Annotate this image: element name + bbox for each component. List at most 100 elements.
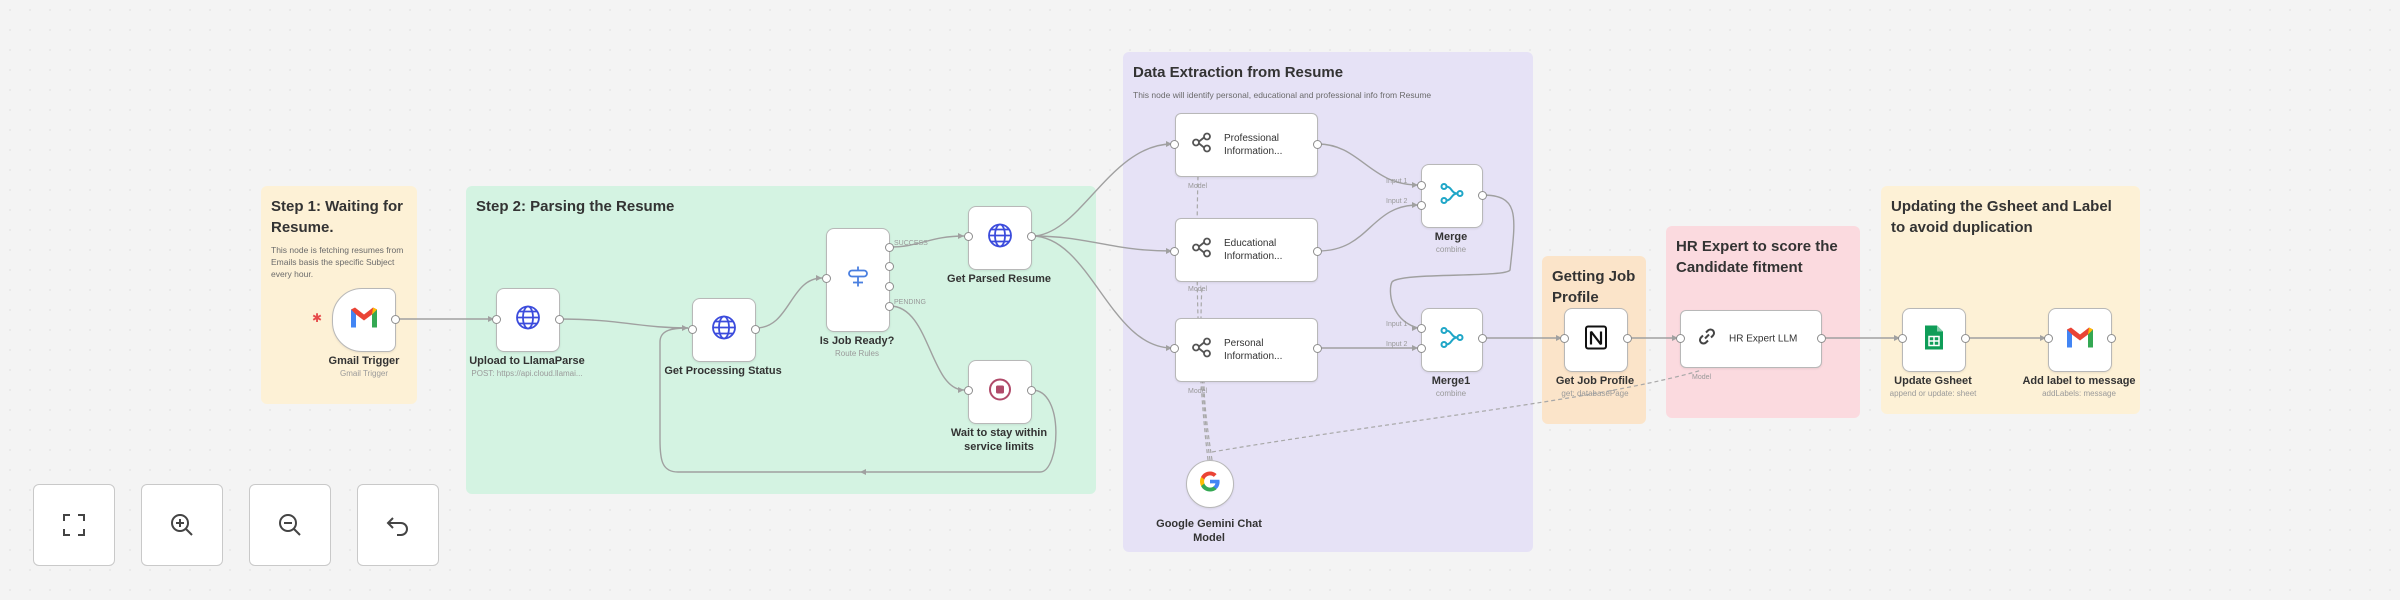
node-professional-line2: Information... — [1224, 146, 1283, 157]
node-google-gemini[interactable] — [1186, 460, 1234, 508]
wait-out-port[interactable] — [1027, 386, 1036, 395]
globe-icon — [710, 314, 738, 347]
professional-model-port-label: Model — [1188, 183, 1208, 190]
professional-out-port[interactable] — [1313, 140, 1322, 149]
globe-icon — [514, 304, 542, 337]
jobprofile-out-port[interactable] — [1623, 334, 1632, 343]
sticky-gsheet[interactable]: Updating the Gsheet and Label to avoid d… — [1881, 186, 2140, 414]
node-merge[interactable] — [1421, 164, 1483, 228]
node-merge1[interactable] — [1421, 308, 1483, 372]
hr-in-port[interactable] — [1676, 334, 1685, 343]
node-hr-expert-llm[interactable]: HR Expert LLM — [1680, 310, 1822, 368]
node-is-job-ready-label: Is Job Ready? — [819, 335, 895, 347]
node-gmail-trigger[interactable] — [332, 288, 396, 352]
merge-in2-port[interactable] — [1417, 201, 1426, 210]
merge-in1-port[interactable] — [1417, 181, 1426, 190]
globe-icon — [986, 222, 1014, 255]
node-upload-llamaparse[interactable] — [496, 288, 560, 352]
node-get-processing-status[interactable] — [692, 298, 756, 362]
node-personal-line1: Personal — [1224, 338, 1264, 349]
sticky-gsheet-title: Updating the Gsheet and Label to avoid d… — [1891, 198, 2112, 236]
node-get-parsed-resume-label: Get Parsed Resume — [947, 273, 1051, 285]
fit-view-icon — [63, 514, 85, 536]
node-gemini-label-1: Google Gemini Chat — [1156, 518, 1262, 530]
jobprofile-in-port[interactable] — [1560, 334, 1569, 343]
sticky-extraction-title: Data Extraction from Resume — [1133, 64, 1344, 81]
parsed-out-port[interactable] — [1027, 232, 1036, 241]
zoom-in-icon — [171, 514, 193, 536]
node-wait[interactable] — [968, 360, 1032, 424]
node-upload-llamaparse-sub: POST: https://api.cloud.llamai... — [471, 369, 583, 378]
isready-in-port[interactable] — [822, 274, 831, 283]
link-chain-icon — [1695, 325, 1719, 354]
node-get-job-profile-label: Get Job Profile — [1555, 375, 1635, 387]
status-in-port[interactable] — [688, 325, 697, 334]
node-get-job-profile-sub: get: databasePage — [1561, 389, 1629, 398]
node-upload-llamaparse-label: Upload to LlamaParse — [469, 355, 585, 367]
isready-success-label: SUCCESS — [894, 240, 928, 247]
node-wait-label-2: service limits — [964, 441, 1034, 453]
ai-chain-icon — [1190, 236, 1214, 265]
hr-out-port[interactable] — [1817, 334, 1826, 343]
merge1-in2-port[interactable] — [1417, 344, 1426, 353]
node-merge-label: Merge — [1434, 231, 1468, 243]
educational-out-port[interactable] — [1313, 247, 1322, 256]
upload-out-port[interactable] — [555, 315, 564, 324]
zoom-in-button[interactable] — [141, 484, 223, 566]
node-update-gsheet[interactable] — [1902, 308, 1966, 372]
sticky-step1-desc: This node is fetching resumes from Email… — [271, 245, 404, 279]
node-add-label-message[interactable] — [2048, 308, 2112, 372]
isready-out-pending-port[interactable] — [885, 302, 894, 311]
merge1-out-port[interactable] — [1478, 334, 1487, 343]
merge-out-port[interactable] — [1478, 191, 1487, 200]
node-get-processing-status-label: Get Processing Status — [664, 365, 782, 377]
addlabel-in-port[interactable] — [2044, 334, 2053, 343]
personal-in-port[interactable] — [1170, 344, 1179, 353]
isready-out-success-port[interactable] — [885, 243, 894, 252]
zoom-out-button[interactable] — [249, 484, 331, 566]
node-merge1-label: Merge1 — [1431, 375, 1471, 387]
trigger-marker-icon: ✱ — [312, 311, 323, 325]
node-professional-line1: Professional — [1224, 133, 1280, 144]
personal-out-port[interactable] — [1313, 344, 1322, 353]
node-get-parsed-resume[interactable] — [968, 206, 1032, 270]
node-wait-label-1: Wait to stay within — [950, 427, 1048, 439]
fit-view-button[interactable] — [33, 484, 115, 566]
gsheet-out-port[interactable] — [1961, 334, 1970, 343]
addlabel-out-port[interactable] — [2107, 334, 2116, 343]
isready-out-2-port[interactable] — [885, 262, 894, 271]
gmail-icon — [2065, 326, 2095, 355]
merge-input2-label: Input 2 — [1386, 198, 1408, 205]
upload-in-port[interactable] — [492, 315, 501, 324]
educational-model-port-label: Model — [1188, 286, 1208, 293]
google-sheets-icon — [1923, 324, 1945, 357]
merge-icon — [1439, 181, 1465, 212]
ai-chain-icon — [1190, 131, 1214, 160]
educational-in-port[interactable] — [1170, 247, 1179, 256]
node-is-job-ready[interactable] — [826, 228, 890, 332]
gsheet-in-port[interactable] — [1898, 334, 1907, 343]
reset-zoom-button[interactable] — [357, 484, 439, 566]
merge1-in1-port[interactable] — [1417, 324, 1426, 333]
wait-in-port[interactable] — [964, 386, 973, 395]
isready-pending-label: PENDING — [894, 299, 926, 306]
gmail-out-port[interactable] — [391, 315, 400, 324]
isready-out-3-port[interactable] — [885, 282, 894, 291]
status-out-port[interactable] — [751, 325, 760, 334]
node-add-label-sub: addLabels: message — [2042, 389, 2116, 398]
professional-in-port[interactable] — [1170, 140, 1179, 149]
merge-icon — [1439, 325, 1465, 356]
notion-icon — [1583, 324, 1609, 357]
parsed-in-port[interactable] — [964, 232, 973, 241]
node-update-gsheet-label: Update Gsheet — [1894, 375, 1972, 387]
zoom-out-icon — [279, 514, 301, 536]
node-get-job-profile[interactable] — [1564, 308, 1628, 372]
switch-icon — [845, 265, 871, 296]
node-add-label-label: Add label to message — [2022, 375, 2136, 387]
